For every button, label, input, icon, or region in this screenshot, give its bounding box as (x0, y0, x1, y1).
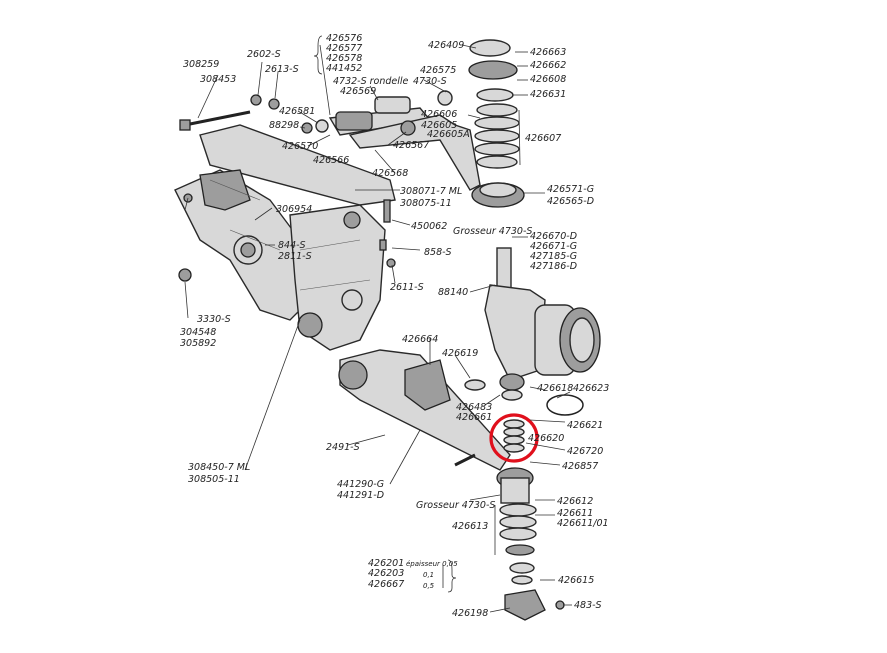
label-426570: 426570 (282, 141, 318, 152)
label-858: 858-S (424, 247, 452, 258)
nut-parts (250, 94, 329, 134)
label-2613: 2613-S (265, 64, 299, 75)
label-426661: 426661 (456, 412, 492, 423)
label-426576: 426576 (326, 33, 362, 44)
label-2811: 2811-S (278, 251, 312, 262)
grouping-braces (313, 35, 457, 593)
label-441290: 441290-G (337, 479, 384, 490)
label-426571: 426571-G (547, 184, 594, 195)
label-426623: 426623 (573, 383, 609, 394)
label-426667: 426667 (368, 579, 404, 590)
label-426611-01: 426611/01 (557, 518, 609, 529)
highlight-circle (489, 413, 539, 463)
label-306954: 306954 (276, 204, 312, 215)
label-88140: 88140 (438, 287, 468, 298)
label-426607: 426607 (525, 133, 561, 144)
label-426575: 426575 (420, 65, 456, 76)
label-308450: 308450-7 ML (188, 462, 250, 473)
label-426566: 426566 (313, 155, 349, 166)
label-epaisseur: épaisseur 0,05 (406, 560, 458, 568)
label-4732: 4732-S rondelle (333, 76, 409, 87)
label-426201: 426201 (368, 558, 404, 569)
label-426720: 426720 (567, 446, 603, 457)
upper-spring-stack-part (468, 39, 525, 208)
steering-knuckle-part (484, 247, 601, 381)
label-4730: 4730-S (413, 76, 447, 87)
label-shim-01: 0,1 (423, 571, 434, 579)
label-426671: 426671-G (530, 241, 577, 252)
crossmember-part (174, 124, 396, 351)
label-2602: 2602-S (247, 49, 281, 60)
label-grosseur-upper: Grosseur 4730-S (453, 226, 532, 237)
label-shim-05: 0,5 (423, 582, 435, 590)
label-426569: 426569 (340, 86, 376, 97)
label-426203: 426203 (368, 568, 404, 579)
label-426606: 426606 (421, 109, 457, 120)
label-426577: 426577 (326, 43, 362, 54)
label-483: 483-S (574, 600, 602, 611)
label-426605: 426605 (421, 120, 457, 131)
label-426581: 426581 (279, 106, 315, 117)
label-450062: 450062 (411, 221, 447, 232)
label-426605a: 426605A (427, 129, 470, 140)
upper-wishbone-part (328, 90, 481, 191)
label-305892: 305892 (180, 338, 216, 349)
label-426631: 426631 (530, 89, 566, 100)
label-426613: 426613 (452, 521, 488, 532)
spring-426620-part (503, 419, 525, 453)
label-426578: 426578 (326, 53, 362, 64)
middle-rings-part (464, 373, 584, 416)
label-427186: 427186-D (530, 261, 577, 272)
label-3330: 3330-S (197, 314, 231, 325)
label-426619: 426619 (442, 348, 478, 359)
label-426857: 426857 (562, 461, 598, 472)
label-426663: 426663 (530, 47, 566, 58)
label-308259: 308259 (183, 59, 219, 70)
label-426662: 426662 (530, 60, 566, 71)
label-426612: 426612 (557, 496, 593, 507)
label-2491: 2491-S (326, 442, 360, 453)
label-2611: 2611-S (390, 282, 424, 293)
long-bolt-part (179, 110, 251, 131)
label-426608: 426608 (530, 74, 566, 85)
label-427185: 427185-G (530, 251, 577, 262)
part-number-labels: 308259 308453 2602-S 2613-S 426576 42657… (180, 33, 609, 619)
label-426670: 426670-D (530, 231, 577, 242)
label-441291: 441291-D (337, 490, 384, 501)
label-304548: 304548 (180, 327, 216, 338)
label-426409: 426409 (428, 40, 464, 51)
label-426621: 426621 (567, 420, 603, 431)
label-308505: 308505-11 (188, 474, 240, 485)
label-426620: 426620 (528, 433, 564, 444)
leader-lines (184, 44, 572, 613)
label-426483: 426483 (456, 402, 492, 413)
label-grosseur-lower: Grosseur 4730-S (416, 500, 495, 511)
label-426664: 426664 (402, 334, 438, 345)
label-426568: 426568 (372, 168, 408, 179)
label-426615: 426615 (558, 575, 594, 586)
label-426618: 426618 (537, 383, 573, 394)
label-88298: 88298 (269, 120, 299, 131)
label-426198: 426198 (452, 608, 488, 619)
label-441452: 441452 (326, 63, 362, 74)
label-844: 844-S (278, 240, 306, 251)
label-308075: 308075-11 (400, 198, 452, 209)
label-426611: 426611 (557, 508, 593, 519)
label-426567: 426567 (393, 140, 429, 151)
lower-pin-stack-part (496, 467, 565, 621)
lower-control-arm-part (338, 349, 511, 471)
label-426565: 426565-D (547, 196, 594, 207)
label-308071: 308071-7 ML (400, 186, 462, 197)
label-308453: 308453 (200, 74, 236, 85)
